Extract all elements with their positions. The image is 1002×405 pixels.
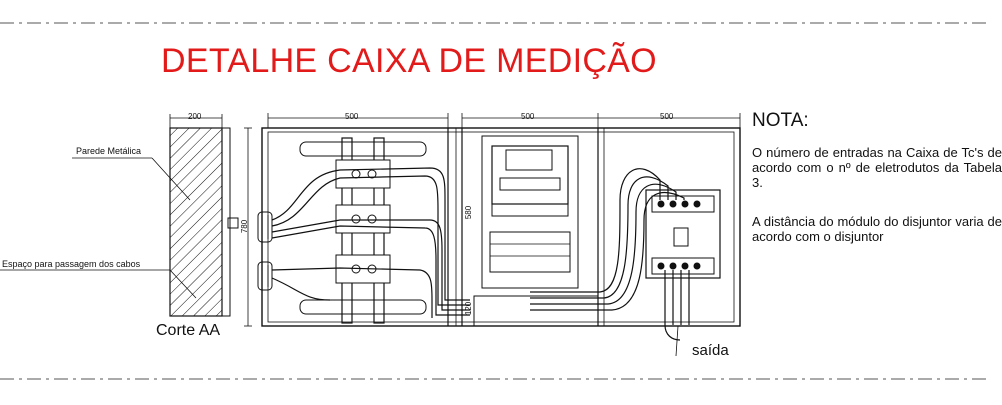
nota-heading: NOTA: [752,110,809,131]
corte-aa-section [0,114,239,317]
label-parede-metalica: Parede Metálica [76,146,142,156]
dim-500-b: 500 [521,112,535,121]
dimension-lines [244,113,741,327]
dim-120: 120 [464,301,474,316]
label-corte-aa: Corte AA [156,322,221,339]
nota-paragraph-1: O número de entradas na Caixa de Tc's de… [752,145,1002,190]
meter-compartment [473,135,599,327]
nota-paragraph-2: A distância do módulo do disjuntor varia… [752,214,1002,244]
dim-780: 780 [240,219,250,234]
dim-580: 580 [464,205,474,220]
dim-200: 200 [188,112,202,121]
label-saida: saída [692,342,729,359]
breaker-module [645,189,721,357]
dim-500-c: 500 [660,112,674,121]
tc-box [299,137,427,324]
cables [271,167,690,341]
page-title: DETALHE CAIXA DE MEDIÇÃO [161,42,657,80]
dim-500-a: 500 [345,112,359,121]
label-espaco-cabos: Espaço para passagem dos cabos [2,259,141,269]
conduit-entries [257,211,273,291]
